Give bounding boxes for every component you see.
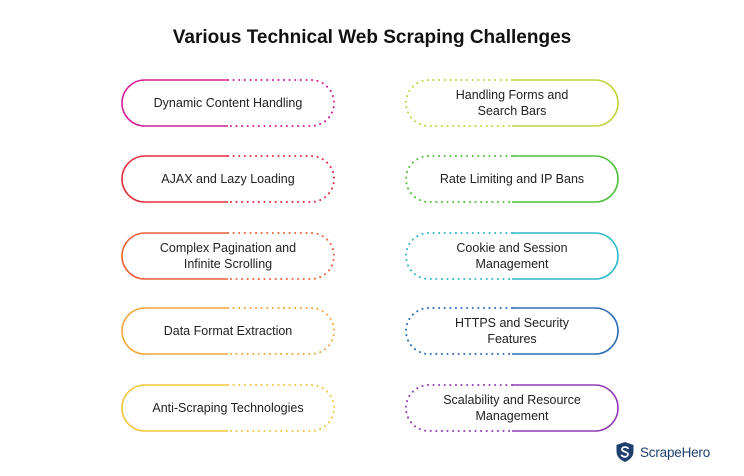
challenge-label: Scalability and Resource Management: [443, 393, 581, 423]
left-challenge-1: Dynamic Content Handling: [121, 79, 335, 127]
pill-outline: [121, 307, 335, 355]
left-challenge-5: Anti-Scraping Technologies: [121, 384, 335, 432]
challenge-label: HTTPS and Security Features: [455, 316, 569, 346]
left-challenge-2: AJAX and Lazy Loading: [121, 155, 335, 203]
brand-name: ScrapeHero: [640, 444, 711, 460]
brand-logo: ScrapeHero: [615, 441, 710, 463]
right-challenge-5: Scalability and Resource Management: [405, 384, 619, 432]
shield-s-logo-icon: [616, 442, 634, 462]
pill-outline: [405, 155, 619, 203]
pill-outline: [405, 232, 619, 280]
challenge-label: Anti-Scraping Technologies: [152, 401, 304, 415]
pill-outline: [121, 384, 335, 432]
right-challenge-1: Handling Forms and Search Bars: [405, 79, 619, 127]
pill-outline: [405, 307, 619, 355]
pill-outline: [405, 79, 619, 127]
left-challenge-3: Complex Pagination and Infinite Scrollin…: [121, 232, 335, 280]
challenge-label: Complex Pagination and Infinite Scrollin…: [159, 241, 297, 271]
challenge-label: Cookie and Session Management: [456, 241, 568, 271]
page-title: Various Technical Web Scraping Challenge…: [172, 27, 572, 48]
right-challenge-2: Rate Limiting and IP Bans: [405, 155, 619, 203]
challenge-label: Rate Limiting and IP Bans: [439, 172, 585, 186]
left-challenge-4: Data Format Extraction: [121, 307, 335, 355]
pill-outline: [405, 384, 619, 432]
pill-outline: [121, 79, 335, 127]
pill-outline: [121, 232, 335, 280]
right-challenge-3: Cookie and Session Management: [405, 232, 619, 280]
pill-outline: [121, 155, 335, 203]
right-challenge-4: HTTPS and Security Features: [405, 307, 619, 355]
challenge-label: Handling Forms and Search Bars: [455, 88, 569, 118]
challenge-label: Dynamic Content Handling: [153, 96, 303, 110]
challenge-label: AJAX and Lazy Loading: [161, 172, 295, 186]
challenge-label: Data Format Extraction: [163, 324, 293, 338]
